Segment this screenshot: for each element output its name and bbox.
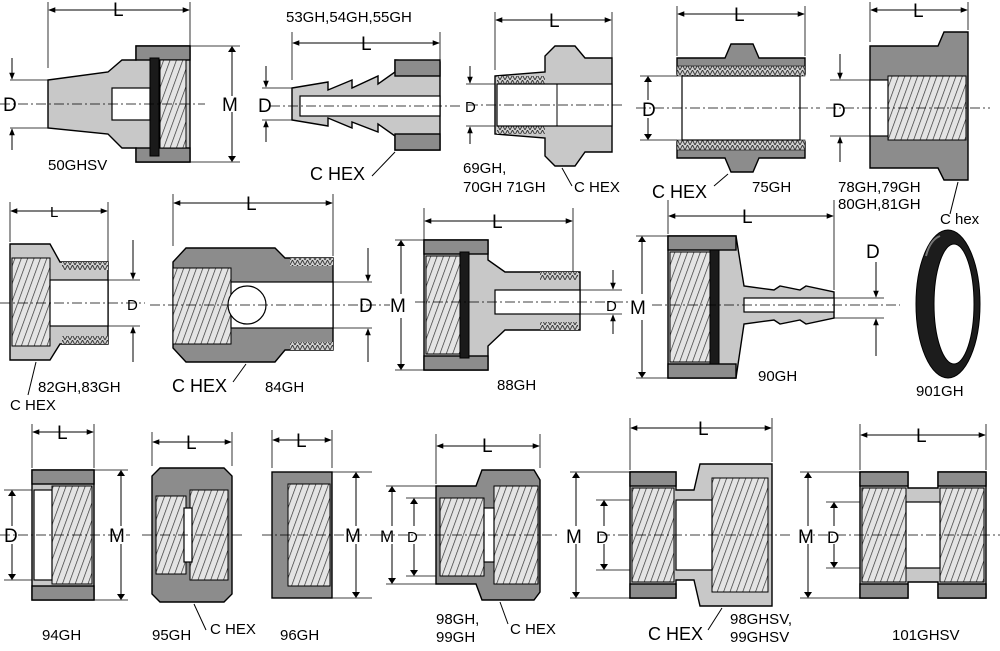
part-label-98gh: 98GH, bbox=[436, 611, 479, 628]
part-label-70gh: 70GH 71GH bbox=[463, 179, 546, 196]
svg-text:D: D bbox=[642, 100, 656, 121]
part-label-78gh: 78GH,79GH bbox=[838, 179, 921, 196]
part-label-80gh: 80GH,81GH bbox=[838, 196, 921, 213]
part-label-82gh: 82GH,83GH bbox=[38, 379, 121, 396]
major-label: M bbox=[222, 95, 238, 116]
part-label-69gh: 69GH, bbox=[463, 160, 506, 177]
svg-text:C HEX: C HEX bbox=[574, 179, 620, 196]
svg-text:D: D bbox=[596, 528, 608, 547]
svg-text:L: L bbox=[50, 204, 58, 221]
svg-text:L: L bbox=[246, 194, 257, 215]
svg-text:D: D bbox=[258, 96, 272, 117]
svg-text:C HEX: C HEX bbox=[510, 621, 556, 638]
fitting-78gh: L D 78GH,79GH 80GH,81GH C hex bbox=[826, 1, 990, 228]
fitting-69gh: L D 69GH, 70GH 71GH C HEX bbox=[463, 11, 625, 196]
fitting-84gh: L D C HEX 84GH bbox=[150, 194, 390, 396]
fitting-90gh: L M D 90GH bbox=[630, 200, 900, 385]
svg-text:D: D bbox=[127, 297, 138, 314]
svg-text:M: M bbox=[345, 526, 361, 547]
svg-text:D: D bbox=[359, 296, 373, 317]
length-label: L bbox=[113, 0, 124, 21]
part-label-53gh: 53GH,54GH,55GH bbox=[286, 9, 412, 26]
svg-text:D: D bbox=[866, 242, 880, 263]
svg-text:L: L bbox=[698, 419, 709, 440]
svg-text:D: D bbox=[465, 99, 476, 116]
part-label-94gh: 94GH bbox=[42, 627, 81, 644]
c-hex-lower-label: C hex bbox=[940, 211, 980, 228]
c-hex-label: C HEX bbox=[310, 164, 365, 184]
part-label-90gh: 90GH bbox=[758, 368, 797, 385]
svg-text:C HEX: C HEX bbox=[172, 376, 227, 396]
svg-text:C HEX: C HEX bbox=[652, 182, 707, 202]
svg-text:D: D bbox=[407, 529, 418, 546]
part-label-75gh: 75GH bbox=[752, 179, 791, 196]
svg-text:L: L bbox=[186, 433, 197, 454]
svg-text:L: L bbox=[734, 5, 745, 26]
part-label-101ghsv: 101GHSV bbox=[892, 627, 960, 644]
fitting-53gh: 53GH,54GH,55GH L D C HEX bbox=[258, 9, 460, 184]
svg-text:D: D bbox=[606, 298, 617, 315]
svg-text:M: M bbox=[630, 298, 646, 319]
svg-text:L: L bbox=[549, 11, 560, 32]
part-label-84gh: 84GH bbox=[265, 379, 304, 396]
svg-text:M: M bbox=[380, 527, 394, 546]
fitting-50ghsv: L D M 50GHSV bbox=[0, 0, 240, 174]
part-label-95gh: 95GH bbox=[152, 627, 191, 644]
diameter-label: D bbox=[3, 95, 17, 116]
svg-text:L: L bbox=[361, 34, 372, 55]
fitting-101ghsv: L M D 101GHSV bbox=[798, 424, 1000, 644]
svg-text:L: L bbox=[57, 423, 68, 444]
svg-text:C HEX: C HEX bbox=[10, 397, 56, 414]
fitting-95gh: L 95GH C HEX bbox=[142, 432, 256, 644]
svg-text:D: D bbox=[827, 528, 839, 547]
fitting-82gh: L D 82GH,83GH C HEX bbox=[0, 202, 145, 414]
svg-text:L: L bbox=[916, 426, 927, 447]
svg-text:M: M bbox=[390, 296, 406, 317]
part-label-50ghsv: 50GHSV bbox=[48, 157, 107, 174]
fitting-96gh: L M 96GH bbox=[262, 430, 380, 644]
part-label-88gh: 88GH bbox=[497, 377, 536, 394]
svg-text:L: L bbox=[482, 436, 493, 457]
fitting-98ghsv: L M D C HEX 98GHSV, 99GHSV bbox=[566, 418, 792, 646]
svg-text:M: M bbox=[566, 527, 582, 548]
svg-text:L: L bbox=[742, 207, 753, 228]
part-label-96gh: 96GH bbox=[280, 627, 319, 644]
svg-text:M: M bbox=[109, 526, 125, 547]
svg-text:D: D bbox=[4, 526, 18, 547]
part-label-99gh: 99GH bbox=[436, 629, 475, 646]
svg-text:C HEX: C HEX bbox=[648, 624, 703, 644]
fitting-94gh: L D M 94GH bbox=[0, 423, 130, 644]
svg-text:M: M bbox=[798, 527, 814, 548]
svg-text:L: L bbox=[913, 1, 924, 22]
part-label-901gh: 901GH bbox=[916, 383, 964, 400]
svg-text:D: D bbox=[832, 101, 846, 122]
svg-text:L: L bbox=[492, 212, 503, 233]
svg-text:L: L bbox=[296, 431, 307, 452]
fitting-98gh: L M D 98GH, 99GH C HEX bbox=[380, 434, 560, 646]
part-label-99ghsv: 99GHSV bbox=[730, 629, 789, 646]
svg-text:C HEX: C HEX bbox=[210, 621, 256, 638]
gasket-901gh: 901GH bbox=[915, 229, 981, 400]
fitting-88gh: L M D 88GH bbox=[390, 208, 630, 394]
part-label-98ghsv: 98GHSV, bbox=[730, 611, 792, 628]
fitting-75gh: L D C HEX 75GH bbox=[636, 5, 820, 202]
